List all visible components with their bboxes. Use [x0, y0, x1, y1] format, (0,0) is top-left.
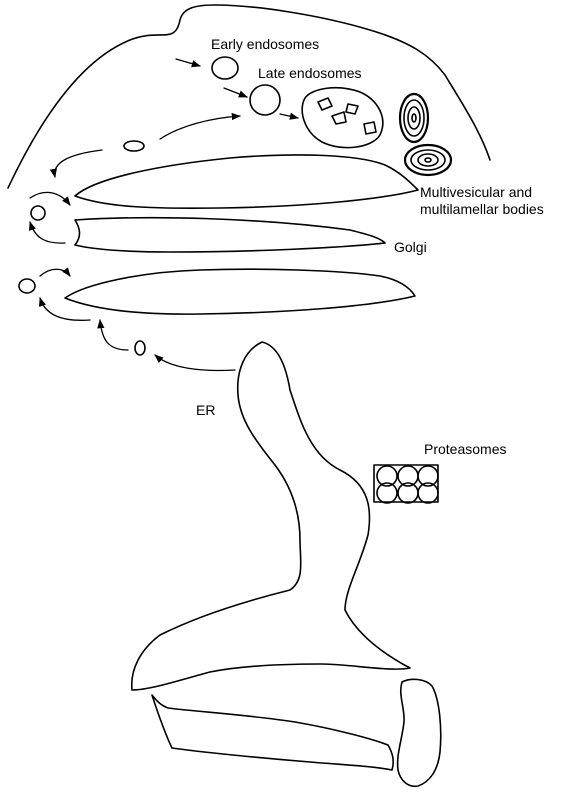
- label-proteasomes: Proteasomes: [424, 441, 506, 458]
- arrow-late-to-mvb: [280, 114, 298, 118]
- label-early-endosomes: Early endosomes: [211, 36, 319, 53]
- proteasome-block: [374, 465, 438, 503]
- internal-vesicle: [318, 98, 332, 110]
- transport-vesicle: [19, 279, 35, 293]
- arrow-golgi-to-late: [160, 116, 240, 139]
- label-late-endosomes: Late endosomes: [258, 65, 362, 82]
- er-side-segment: [398, 679, 441, 786]
- multivesicular-body: [302, 88, 383, 148]
- late-endosome: [250, 85, 280, 115]
- transport-vesicle: [31, 206, 45, 220]
- arrow-golgi-loop-1b: [30, 222, 65, 243]
- arrow-early-to-late: [224, 88, 247, 97]
- multilamellar-body-lower: [405, 145, 451, 175]
- arrow-vesicle-to-golgi: [55, 150, 102, 177]
- golgi-cisterna-middle: [75, 218, 385, 252]
- arrow-golgi-loop-2b: [40, 298, 90, 320]
- endoplasmic-reticulum: [132, 342, 410, 690]
- transport-vesicle: [124, 141, 144, 151]
- arrow-golgi-loop-1: [30, 192, 70, 205]
- arrow-er-to-vesicle: [155, 355, 235, 370]
- er-lower-segment: [152, 695, 393, 770]
- internal-vesicle: [364, 122, 376, 134]
- label-golgi: Golgi: [394, 239, 427, 256]
- internal-vesicle: [332, 112, 346, 124]
- arrow-golgi-loop-2: [40, 269, 70, 276]
- internal-vesicle: [346, 104, 358, 114]
- label-multivesicular-line2: multilamellar bodies: [420, 201, 544, 218]
- arrow-vesicle-to-golgi-bottom: [100, 320, 128, 350]
- arrow-membrane-to-early: [176, 59, 200, 66]
- label-er: ER: [196, 402, 215, 419]
- transport-vesicle: [135, 341, 145, 355]
- label-multivesicular-line1: Multivesicular and: [420, 184, 532, 201]
- golgi-cisterna-top: [75, 155, 418, 208]
- early-endosome: [212, 57, 238, 79]
- multilamellar-body-upper: [400, 94, 428, 142]
- golgi-cisterna-bottom: [65, 269, 415, 314]
